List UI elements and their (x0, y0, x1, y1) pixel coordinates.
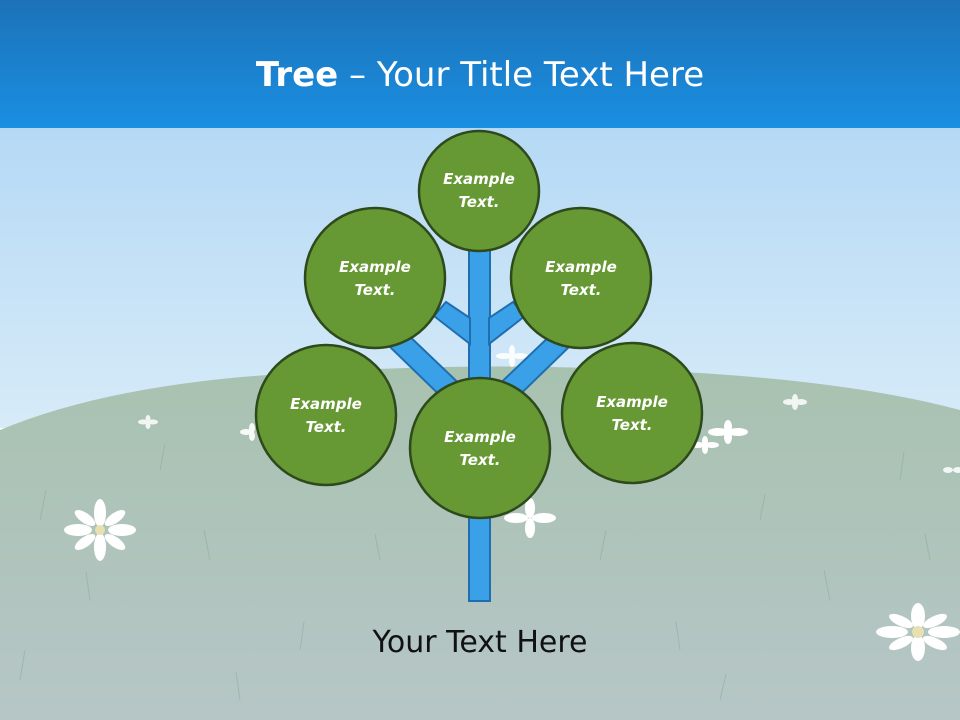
footer-text: Your Text Here (372, 625, 588, 660)
daisy-flower-icon (240, 423, 255, 441)
daisy-flower-icon (708, 420, 748, 444)
node-label-upper-right: Example Text. (521, 256, 641, 302)
node-text-line2: Text. (305, 418, 347, 436)
node-label-center: Example Text. (420, 426, 540, 472)
node-label-upper-left: Example Text. (315, 256, 435, 302)
daisy-flower-icon (64, 499, 136, 561)
node-circle-center (408, 376, 552, 520)
daisy-flower-icon (138, 415, 158, 429)
daisy-flower-icon (504, 498, 556, 538)
daisy-flower-icon (783, 394, 807, 410)
node-text-line1: Example (339, 258, 411, 276)
node-circle-lower-right (560, 341, 704, 485)
node-text-line1: Example (545, 258, 617, 276)
title-separator: – (338, 55, 377, 95)
node-text-line1: Example (443, 170, 515, 188)
title-bold-word: Tree (255, 55, 339, 95)
node-text-line2: Text. (560, 281, 602, 299)
node-text-line2: Text. (459, 451, 501, 469)
node-text-line2: Text. (458, 193, 500, 211)
node-text-line1: Example (290, 395, 362, 413)
node-circle-top (417, 129, 541, 253)
node-text-line2: Text. (611, 416, 653, 434)
node-label-lower-right: Example Text. (572, 391, 692, 437)
daisy-flower-icon (876, 603, 960, 661)
node-label-top: Example Text. (419, 168, 539, 214)
daisy-flower-icon (943, 467, 960, 473)
node-label-lower-left: Example Text. (266, 393, 386, 439)
node-text-line2: Text. (354, 281, 396, 299)
node-circle-upper-right (509, 206, 653, 350)
daisy-flower-icon (496, 345, 528, 367)
title-rest: Your Title Text Here (376, 55, 705, 95)
node-text-line1: Example (596, 393, 668, 411)
node-text-line1: Example (444, 428, 516, 446)
slide-title: Tree – Your Title Text Here (0, 52, 960, 98)
node-circle-lower-left (254, 343, 398, 487)
daisy-flower-icon (691, 436, 719, 454)
node-circle-upper-left (303, 206, 447, 350)
